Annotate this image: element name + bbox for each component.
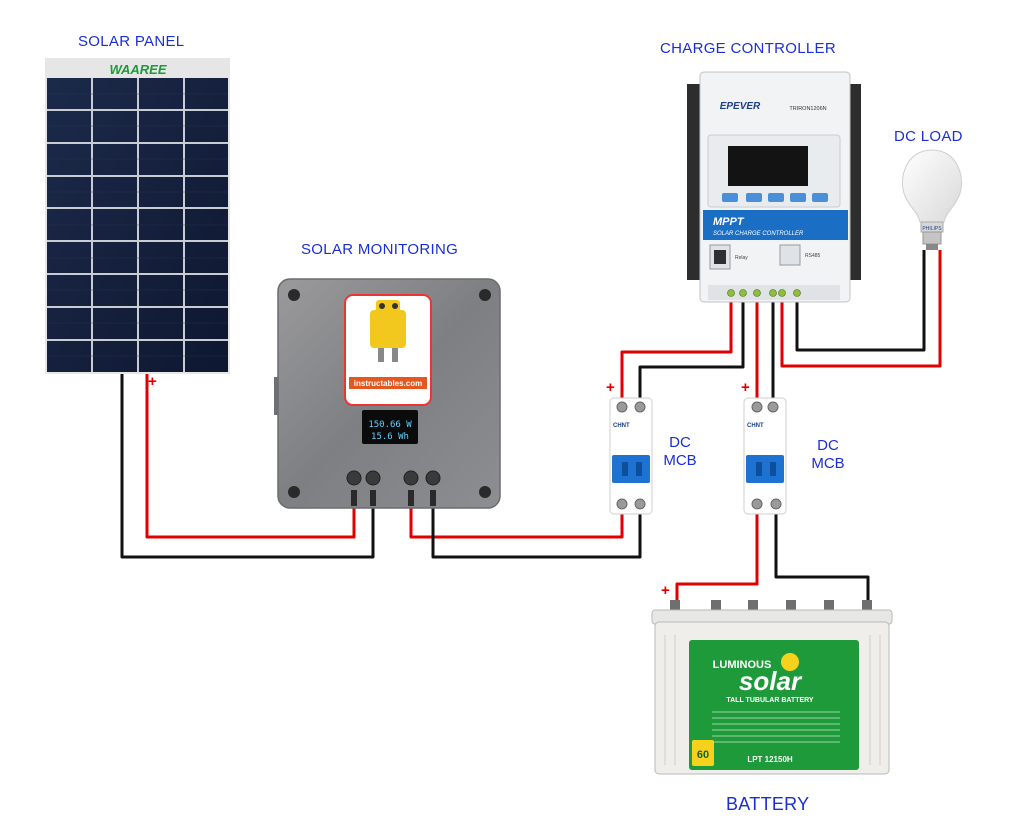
battery-plus-mark: + xyxy=(661,582,670,599)
mcb-right-toggle xyxy=(746,455,784,483)
solar-panel-title: SOLAR PANEL xyxy=(78,33,185,50)
button-esc xyxy=(812,193,828,202)
mcb-right-plus-mark: + xyxy=(741,379,750,396)
controller-relay-label: Relay xyxy=(735,255,748,261)
mcb-left-label-line1: DC xyxy=(669,434,691,451)
mppt-band xyxy=(703,210,848,240)
battery-title: BATTERY xyxy=(726,794,810,814)
display-line2: 15.6 Wh xyxy=(371,432,409,442)
solar-monitor-box: instructables.com 150.66 W 15.6 Wh xyxy=(274,278,501,509)
wire-panel-negative xyxy=(120,372,375,559)
oled-display xyxy=(362,410,418,444)
controller-brand: EPEVER xyxy=(720,101,761,112)
dc-load-title: DC LOAD xyxy=(894,128,963,145)
wire-monitor-out-positive xyxy=(409,505,624,539)
mcb-right-label-line2: MCB xyxy=(811,455,845,472)
mcb-left: CHNT xyxy=(609,397,653,515)
button-pv xyxy=(722,193,738,202)
solar-panel: WAAREE xyxy=(45,58,230,374)
controller-model: TRIRON1206N xyxy=(789,106,826,112)
mcb-right: CHNT xyxy=(743,397,787,515)
mcb-right-label-line1: DC xyxy=(817,437,839,454)
controller-terminals xyxy=(727,289,801,297)
mcb-left-plus-mark: + xyxy=(606,379,615,396)
mcb-left-brand: CHNT xyxy=(613,423,630,429)
controller-rs485-label: RS485 xyxy=(805,253,821,259)
battery: LUMINOUS solar TALL TUBULAR BATTERY 60 L… xyxy=(651,600,893,775)
wires xyxy=(120,250,942,608)
panel-brand-logo: WAAREE xyxy=(109,62,166,77)
mcb-left-toggle xyxy=(612,455,650,483)
controller-mppt-label: MPPT xyxy=(713,216,745,228)
battery-label xyxy=(689,640,859,770)
wire-monitor-out-negative xyxy=(431,505,642,559)
dc-load-bulb: PHILIPS xyxy=(901,149,963,250)
display-line1: 150.66 W xyxy=(368,420,412,430)
wire-panel-positive xyxy=(145,372,356,539)
controller-subtitle: SOLAR CHARGE CONTROLLER xyxy=(713,231,804,237)
button-load xyxy=(768,193,784,202)
charge-controller: EPEVER TRIRON1206N MPPT SOLAR CHARGE CON… xyxy=(687,71,861,303)
wire-pv-positive xyxy=(620,302,733,398)
battery-series: solar xyxy=(739,666,803,696)
solar-monitoring-title: SOLAR MONITORING xyxy=(301,241,459,258)
wire-load-positive xyxy=(780,250,942,368)
battery-model: LPT 12150H xyxy=(747,755,793,764)
wire-battery-negative xyxy=(774,512,870,608)
sticker-text: instructables.com xyxy=(354,379,422,388)
bulb-glass xyxy=(901,149,963,223)
battery-brand: LUMINOUS xyxy=(713,659,772,671)
mcb-left-label: DC MCB xyxy=(655,434,705,470)
mcb-left-label-line2: MCB xyxy=(663,452,697,469)
mcb-right-label: DC MCB xyxy=(803,437,853,473)
wire-load-negative xyxy=(795,250,926,352)
warranty-badge xyxy=(692,740,714,766)
charge-controller-title: CHARGE CONTROLLER xyxy=(660,40,836,57)
battery-warranty: 60 xyxy=(697,749,709,761)
controller-lcd xyxy=(728,146,808,186)
wire-battery-positive xyxy=(675,512,759,608)
bulb-brand: PHILIPS xyxy=(922,226,942,232)
wire-pv-negative xyxy=(638,302,745,398)
button-set xyxy=(790,193,806,202)
panel-plus-mark: + xyxy=(148,373,157,390)
controller-buttons xyxy=(722,193,828,202)
button-batt xyxy=(746,193,762,202)
battery-type: TALL TUBULAR BATTERY xyxy=(726,697,814,704)
mcb-right-brand: CHNT xyxy=(747,423,764,429)
